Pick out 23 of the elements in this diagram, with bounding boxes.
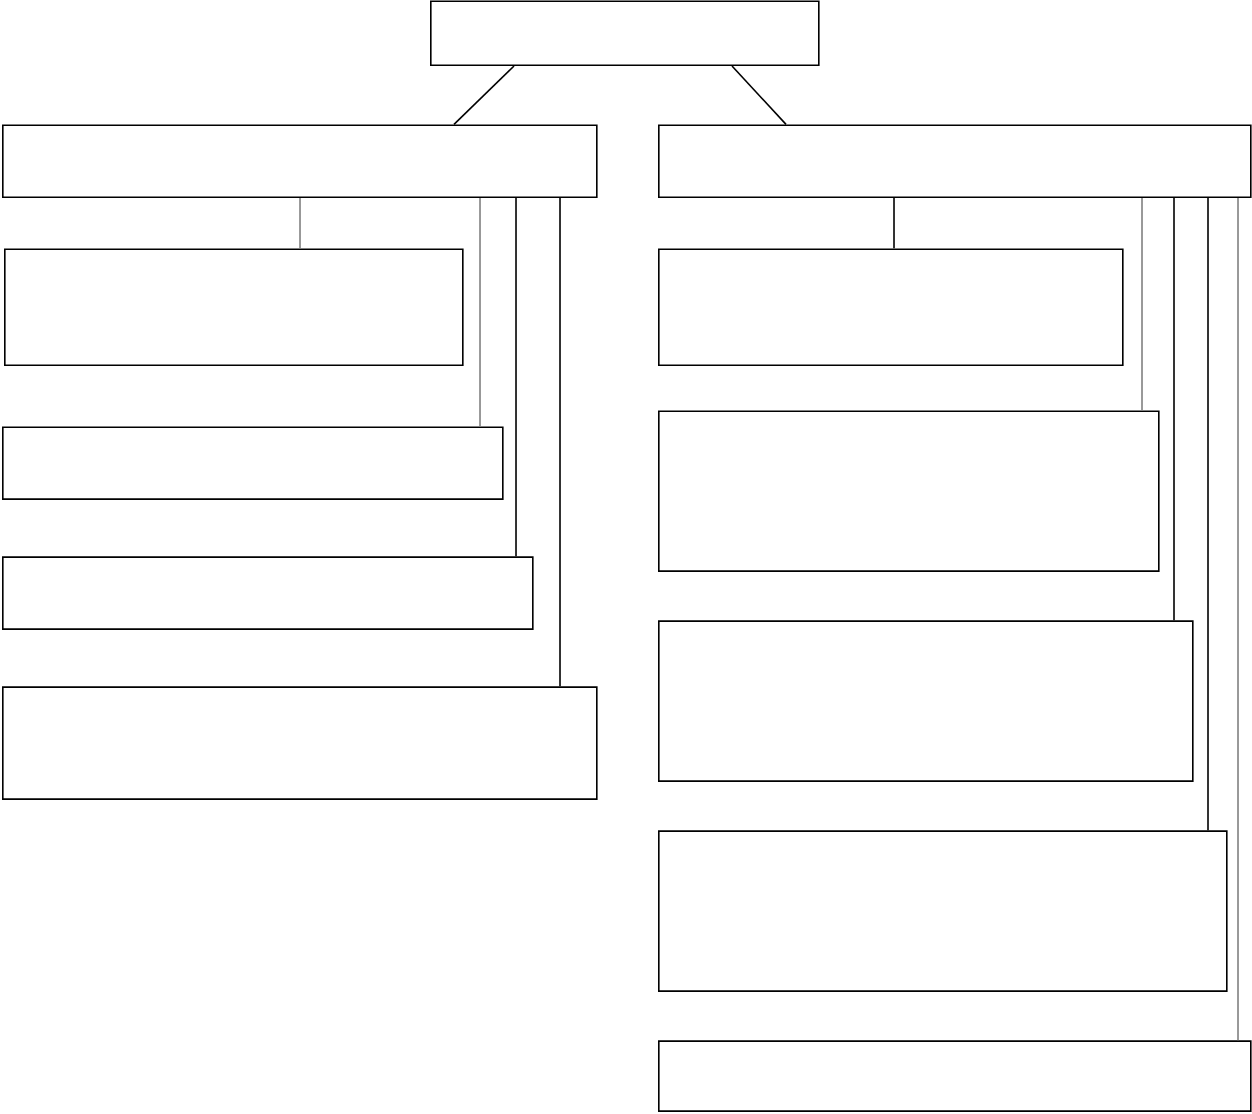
connector-line [893,197,895,250]
box [2,686,598,800]
box [2,556,534,630]
connector-line [453,65,515,126]
connector-line [1207,197,1209,832]
box [658,1040,1252,1112]
connector-line [1237,197,1239,1042]
box [658,248,1124,366]
box [2,426,504,500]
box [658,410,1160,572]
box [658,124,1252,198]
box [658,830,1228,992]
connector-line [559,197,561,688]
box [4,248,464,366]
connector-line [1173,197,1175,622]
connector-line [1141,197,1143,412]
connector-line [479,197,481,428]
connector-line [299,197,301,250]
connector-line [731,65,787,126]
box [2,124,598,198]
box [430,0,820,66]
box [658,620,1194,782]
connector-line [515,197,517,558]
